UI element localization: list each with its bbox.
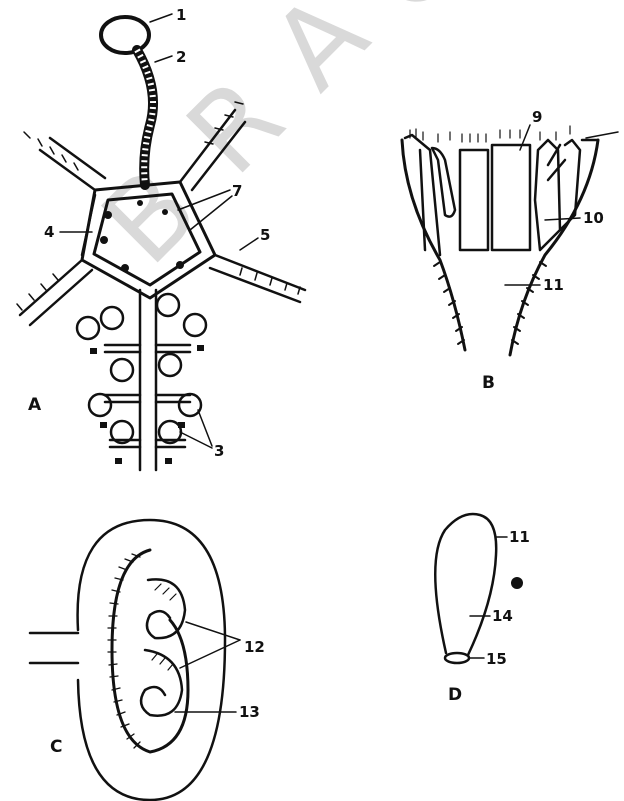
- label-10: 10: [583, 209, 604, 227]
- leader-lines-c: [175, 622, 240, 712]
- label-11-b: 11: [543, 276, 564, 294]
- column-fringe: [410, 126, 570, 142]
- panel-label-a: A: [28, 395, 42, 415]
- label-5: 5: [260, 226, 270, 244]
- funnel-outline-left: [402, 140, 465, 350]
- watermark-letter-b: B: [78, 145, 222, 289]
- label-13: 13: [239, 703, 260, 721]
- panel-label-c: C: [50, 737, 62, 757]
- watermark: B R A O: [78, 0, 490, 288]
- panel-b-hymenium: 9 10 11 B: [402, 108, 618, 393]
- sporangium-head: [101, 17, 149, 53]
- panel-label-d: D: [448, 685, 462, 705]
- bulb-tips: [90, 345, 204, 464]
- label-3: 3: [214, 442, 224, 460]
- label-7: 7: [232, 182, 242, 200]
- paraphyses-columns: [405, 135, 598, 255]
- cell-base: [445, 653, 469, 663]
- cell-outline: [435, 514, 496, 655]
- dark-dot: [511, 577, 523, 589]
- label-12: 12: [244, 638, 265, 656]
- label-2: 2: [176, 48, 186, 66]
- oval-outline: [78, 520, 225, 800]
- bulb-cells: [77, 294, 206, 443]
- label-14: 14: [492, 607, 513, 625]
- label-9: 9: [532, 108, 542, 126]
- panel-d-cell: 11 14 15 D: [435, 514, 530, 705]
- lower-coil: [141, 650, 182, 716]
- stalk-connection: [30, 633, 78, 663]
- label-1: 1: [176, 6, 186, 24]
- panel-c-cross-section: 12 13 C: [30, 520, 265, 800]
- panel-label-b: B: [482, 373, 495, 393]
- upper-coil: [147, 579, 185, 638]
- leader-lines-b: [505, 125, 618, 285]
- label-15: 15: [486, 650, 507, 668]
- label-11-d: 11: [509, 528, 530, 546]
- watermark-letter-a: A: [248, 0, 392, 113]
- label-4: 4: [44, 223, 54, 241]
- funnel-stipple: [434, 262, 546, 344]
